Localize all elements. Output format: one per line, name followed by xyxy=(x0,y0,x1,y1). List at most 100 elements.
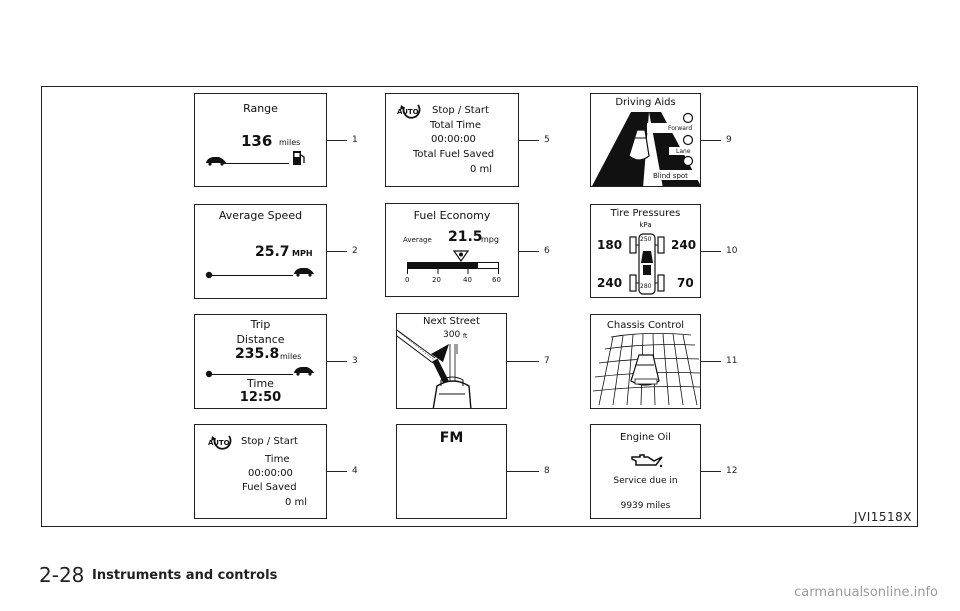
tire-chassis-icon xyxy=(629,233,665,295)
car-icon xyxy=(206,157,226,166)
callout-line xyxy=(327,361,347,362)
fuel-saved-value: 0 ml xyxy=(285,497,308,508)
speed-value: 25.7 xyxy=(255,244,290,260)
average-label: Average xyxy=(403,236,432,244)
distance-value: 235.8 xyxy=(235,346,280,362)
panel-title: Driving Aids xyxy=(615,97,676,108)
car-icon xyxy=(294,367,314,376)
panel-title: Stop / Start xyxy=(432,105,489,116)
panel-title: Fuel Economy xyxy=(413,209,491,222)
forward-aid-label: Forward xyxy=(668,125,693,132)
panel-range: Range 136 miles xyxy=(194,93,327,187)
callout-line xyxy=(327,471,347,472)
watermark-text: carmanualsonline.info xyxy=(794,585,938,600)
callout-number: 9 xyxy=(726,135,732,145)
distance-label: Distance xyxy=(236,333,285,346)
auto-label: AUTO xyxy=(208,439,230,447)
panel-stop-start: AUTO Stop / Start Time 00:00:00 Fuel Sav… xyxy=(194,424,327,519)
panel-title: Chassis Control xyxy=(606,320,685,331)
total-time-label: Total Time xyxy=(430,120,482,131)
fuel-pump-icon xyxy=(293,151,305,165)
lane-aid-label: Lane xyxy=(676,148,691,155)
trip-start-dot xyxy=(205,370,213,378)
callout-line xyxy=(327,140,347,141)
callout-line xyxy=(701,251,721,252)
economy-ticks xyxy=(407,269,499,274)
callout-number: 6 xyxy=(544,246,550,256)
economy-bar-track xyxy=(407,262,499,269)
distance-unit: miles xyxy=(280,352,302,361)
service-distance: 9939 miles xyxy=(620,501,671,511)
callout-number: 10 xyxy=(726,246,738,256)
section-title: Instruments and controls xyxy=(92,568,278,583)
pressure-unit: kPa xyxy=(639,221,652,229)
panel-title: Tire Pressures xyxy=(610,208,681,219)
total-fuel-saved-value: 0 ml xyxy=(470,164,493,175)
gauge-top-label: 250 xyxy=(640,236,652,243)
tick-label: 40 xyxy=(463,276,472,284)
panel-title: Next Street xyxy=(423,316,480,327)
trip-title: Trip xyxy=(250,318,271,331)
tick-label: 20 xyxy=(432,276,441,284)
panel-fuel-economy: Fuel Economy Average 21.5 mpg 0 20 40 60 xyxy=(385,203,519,297)
time-value: 00:00:00 xyxy=(248,468,293,479)
panel-trip: Trip Distance 235.8 miles Time 12:50 xyxy=(194,314,327,409)
street-distance-unit: ft xyxy=(463,333,468,340)
tire-rear-right: 70 xyxy=(677,276,694,290)
car-icon xyxy=(294,268,314,277)
blind-spot-label: Blind spot xyxy=(653,172,688,180)
speed-unit: MPH xyxy=(292,249,313,258)
total-fuel-saved-label: Total Fuel Saved xyxy=(413,149,495,160)
range-value: 136 xyxy=(241,132,273,150)
panel-tire-pressures: Tire Pressures kPa 180 240 240 70 250 28… xyxy=(590,204,701,298)
panel-engine-oil: Engine Oil Service due in 9939 miles xyxy=(590,424,701,519)
economy-bar-fill xyxy=(408,263,479,268)
total-time-value: 00:00:00 xyxy=(431,134,476,145)
time-label: Time xyxy=(265,454,290,465)
callout-line xyxy=(701,361,721,362)
page-number: 2-28 xyxy=(39,563,85,587)
panel-average-speed: Average Speed 25.7 MPH xyxy=(194,204,327,299)
driving-aids-illustration xyxy=(592,112,700,186)
tick-label: 60 xyxy=(492,276,501,284)
panel-next-street: Next Street 300 ft xyxy=(396,313,507,409)
callout-line xyxy=(701,471,721,472)
auto-stop-start-icon: AUTO xyxy=(208,435,232,450)
auto-label: AUTO xyxy=(397,108,419,116)
tick-label: 0 xyxy=(405,276,410,284)
figure-frame xyxy=(41,86,918,527)
callout-line xyxy=(327,251,347,252)
panel-stop-start-total: AUTO Stop / Start Total Time 00:00:00 To… xyxy=(385,93,519,187)
time-label: Time xyxy=(247,377,274,390)
callout-number: 4 xyxy=(352,466,358,476)
figure-code: JVI1518X xyxy=(853,510,912,524)
trip-line xyxy=(211,374,293,375)
callout-number: 8 xyxy=(544,466,550,476)
panel-title: Engine Oil xyxy=(620,432,671,443)
gauge-bottom-label: 280 xyxy=(640,283,652,290)
fuel-saved-label: Fuel Saved xyxy=(242,482,297,493)
callout-number: 1 xyxy=(352,135,358,145)
panel-chassis-control: Chassis Control xyxy=(590,314,701,409)
panel-title: FM xyxy=(439,430,464,446)
chassis-grid-illustration xyxy=(592,333,700,406)
trip-start-dot xyxy=(205,271,213,279)
callout-line xyxy=(519,251,539,252)
economy-value: 21.5 xyxy=(448,229,483,245)
range-unit: miles xyxy=(279,138,301,147)
speed-line xyxy=(211,275,293,276)
tire-front-right: 240 xyxy=(671,238,697,252)
panel-title: Average Speed xyxy=(218,209,303,222)
callout-line xyxy=(507,471,539,472)
panel-driving-aids: Driving Aids Forward Lane Blind spot xyxy=(590,93,701,187)
auto-stop-start-icon: AUTO xyxy=(397,104,421,119)
panel-title: Stop / Start xyxy=(241,436,298,447)
time-value: 12:50 xyxy=(239,390,282,405)
range-line xyxy=(223,163,289,164)
callout-line xyxy=(701,140,721,141)
tire-front-left: 180 xyxy=(597,238,623,252)
callout-number: 12 xyxy=(726,466,738,476)
economy-marker xyxy=(453,250,469,262)
service-label: Service due in xyxy=(613,476,678,486)
panel-fm: FM xyxy=(396,424,507,519)
